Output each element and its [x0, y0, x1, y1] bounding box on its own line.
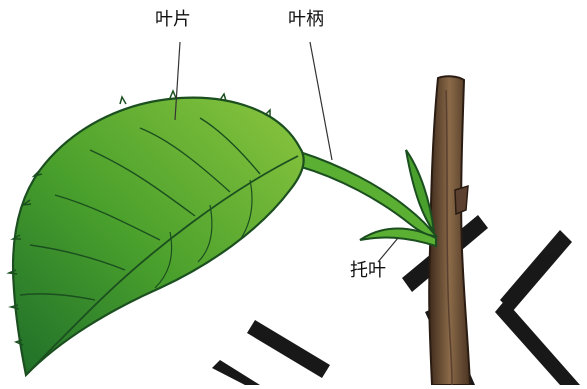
petiole-leader-line [310, 42, 332, 160]
stipule-leader-line [378, 238, 398, 262]
label-stipule: 托叶 [350, 262, 386, 280]
label-petiole: 叶柄 [288, 11, 324, 29]
label-blade: 叶片 [155, 11, 191, 29]
